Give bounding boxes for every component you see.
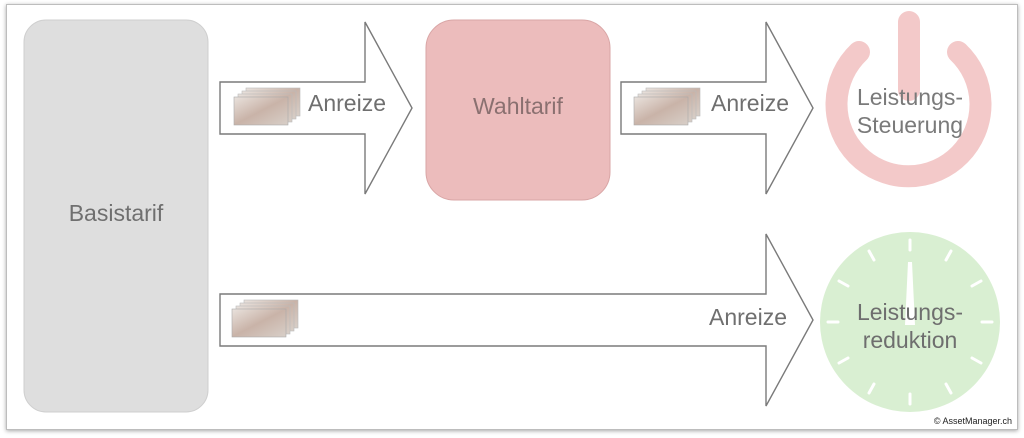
arrow-top-right (620, 21, 814, 195)
stopwatch-icon (820, 232, 1000, 412)
money-stack-icon (231, 299, 299, 338)
steuerung-line1: Leistungs- (856, 84, 964, 110)
arrow-top-right-label: Anreize (711, 90, 789, 116)
leistungssteuerung-label: Leistungs- Steuerung (815, 83, 1005, 139)
arrow-bottom (219, 233, 814, 407)
money-stack-icon (633, 87, 701, 126)
leistungsreduktion-label: Leistungs- reduktion (815, 298, 1005, 354)
arrow-top-left (219, 21, 413, 195)
arrow-top-left-label: Anreize (308, 90, 386, 116)
money-stack-icon (233, 87, 301, 126)
wahltarif-label: Wahltarif (473, 93, 563, 119)
power-icon (825, 11, 992, 188)
arrow-bottom-label: Anreize (709, 304, 787, 330)
copyright-notice: © AssetManager.ch (933, 416, 1012, 426)
reduktion-line2: reduktion (862, 327, 958, 353)
wahltarif-box (425, 19, 611, 201)
reduktion-line1: Leistungs- (856, 299, 964, 325)
basistarif-label: Basistarif (68, 200, 164, 226)
steuerung-line2: Steuerung (856, 112, 964, 138)
basistarif-box (23, 19, 209, 413)
